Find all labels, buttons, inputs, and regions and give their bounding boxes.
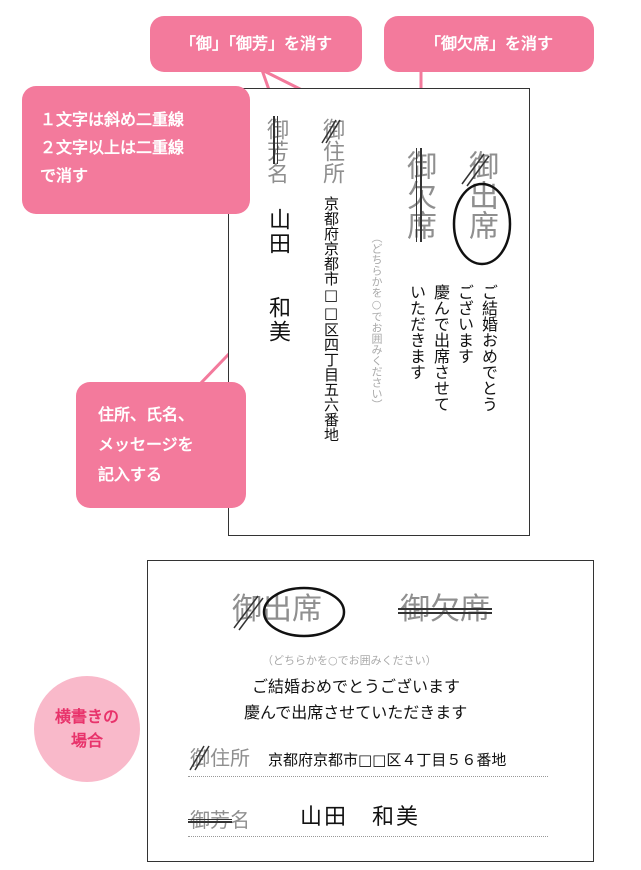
callout-remove-go: 「御」「御芳」を消す xyxy=(150,16,362,72)
message-line: ご結婚おめでとう xyxy=(479,284,498,412)
name-label: 御芳名 xyxy=(263,116,288,184)
h-name-value: 山田 和美 xyxy=(300,805,421,830)
h-attend-circle-mark xyxy=(233,586,346,638)
hint-text: （どちらかを○でお囲みください） xyxy=(370,232,383,410)
h-message-line-1: ご結婚おめでとうございます xyxy=(252,677,461,696)
h-message-line-2: 慶んで出席させていただきます xyxy=(244,703,468,722)
message-line: いただきます xyxy=(407,284,426,380)
h-hint-text: （どちらかを○でお囲みください） xyxy=(262,654,437,667)
callout-fill-in: 住所、氏名、 メッセージを 記入する xyxy=(76,382,246,508)
horizontal-reply-card xyxy=(147,560,594,862)
h-absent-option: 御欠席 xyxy=(398,592,492,627)
h-address-label: 御住所 xyxy=(190,746,250,770)
h-address-value: 京都府京都市□□区４丁目５６番地 xyxy=(268,751,507,769)
name-family: 山田 xyxy=(265,208,290,256)
message-line: 慶んで出席させて xyxy=(431,284,450,412)
message-block: ご結婚おめでとう ございます 慶んで出席させて いただきます xyxy=(404,284,500,412)
double-slash-mark xyxy=(321,119,341,144)
message-line: ございます xyxy=(455,284,474,364)
name-given: 和美 xyxy=(265,296,290,344)
horizontal-badge: 横書きの 場合 xyxy=(34,676,140,782)
absent-option: 御欠席 xyxy=(401,148,436,242)
h-address-rule xyxy=(188,776,548,777)
struck-hou: 芳 xyxy=(263,138,288,164)
vertical-reply-card xyxy=(228,88,530,536)
address-value: 京都府京都市□□区四丁目五六番地 xyxy=(322,196,340,442)
callout-remove-absent: 「御欠席」を消す xyxy=(384,16,594,72)
h-double-slash-mark xyxy=(189,745,210,771)
callout-strike-rules: １文字は斜め二重線 ２文字以上は二重線 で消す xyxy=(22,86,250,214)
struck-go: 御 xyxy=(263,116,288,142)
h-name-rule xyxy=(188,836,548,837)
attend-circle-mark xyxy=(452,153,512,266)
h-name-label: 御芳名 xyxy=(188,808,250,832)
